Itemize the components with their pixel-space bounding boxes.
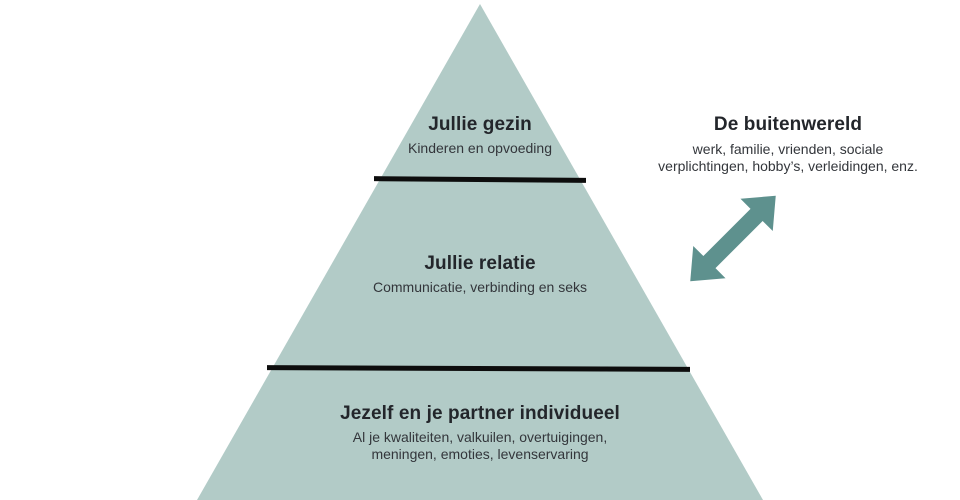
level-subtitle-relatie: Communicatie, verbinding en seks <box>320 279 640 296</box>
level-title-gezin: Jullie gezin <box>428 114 532 135</box>
level-subtitle-line: Kinderen en opvoeding <box>407 140 552 156</box>
outside-world-subtitle-line: verplichtingen, hobby’s, verleidingen, e… <box>658 158 918 174</box>
level-subtitle-line: Al je kwaliteiten, valkuilen, overtuigin… <box>352 429 608 445</box>
level-title-relatie: Jullie relatie <box>424 253 536 274</box>
outside-world-title: De buitenwereld <box>713 114 863 135</box>
level-title-individueel: Jezelf en je partner individueel <box>340 403 620 424</box>
level-subtitle-individueel: Al je kwaliteiten, valkuilen, overtuigin… <box>290 429 670 463</box>
pyramid-level-relatie: Jullie relatie Communicatie, verbinding … <box>320 251 640 296</box>
outside-world-label: De buitenwereld werk, familie, vrienden,… <box>638 112 938 175</box>
outside-world-subtitle: werk, familie, vrienden, sociale verplic… <box>638 141 938 175</box>
pyramid-level-individueel: Jezelf en je partner individueel Al je k… <box>290 401 670 463</box>
double-arrow-icon <box>690 195 776 282</box>
level-subtitle-gezin: Kinderen en opvoeding <box>320 140 640 157</box>
pyramid-level-gezin: Jullie gezin Kinderen en opvoeding <box>320 112 640 157</box>
level-subtitle-line: meningen, emoties, levenservaring <box>371 446 589 462</box>
outside-world-subtitle-line: werk, familie, vrienden, sociale <box>692 141 884 157</box>
level-subtitle-line: Communicatie, verbinding en seks <box>373 279 587 295</box>
double-arrow-shape <box>690 195 776 282</box>
